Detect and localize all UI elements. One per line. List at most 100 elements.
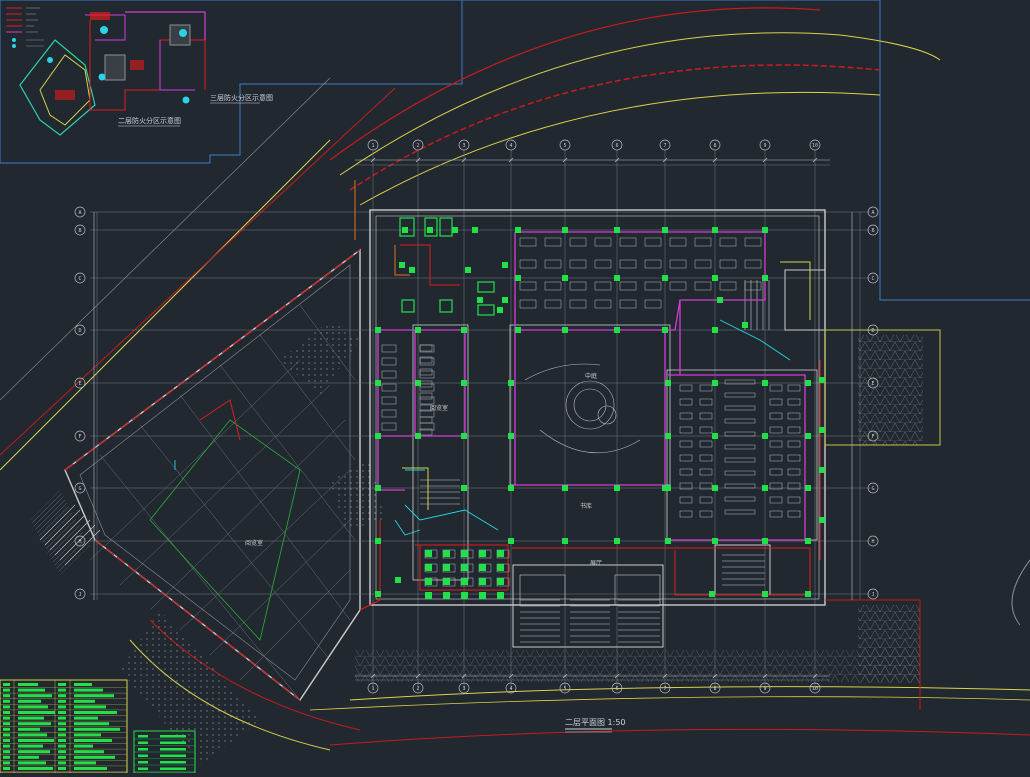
grid-bubble-label: 7 [663,686,666,692]
legend-symbol [3,699,10,703]
grid-bubble-label: 10 [812,143,818,149]
reading-table [787,440,801,448]
fire-device [497,578,504,585]
fire-device [662,275,668,281]
grid-bubble [458,139,470,151]
dimension-tick [562,157,568,163]
grid-bubble [74,272,86,284]
grid-bubble [505,139,517,151]
reading-table [769,468,783,476]
fire-device [409,267,415,273]
reading-table [381,370,397,379]
reading-table [419,383,435,392]
dimension-tick [812,673,818,679]
reading-table [769,496,783,504]
stairs [39,280,770,643]
grid-bubble-label: B [78,228,81,234]
fire-device [461,592,468,599]
reading-table [679,412,693,420]
fire-device [614,227,620,233]
reading-table [381,409,397,418]
legend-text-block [74,705,106,709]
legend-text-block [18,744,43,748]
legend-symbol [3,722,10,726]
reading-table [699,510,713,518]
legend-text-block [18,733,47,737]
reading-table [699,384,713,392]
legend-text-block [18,755,39,759]
room-outline [424,217,438,237]
fire-device [479,550,486,557]
dimension-tick [762,157,768,163]
dimension-strings [93,157,853,679]
grid-bubble [611,139,623,151]
fire-device [717,297,723,303]
notes-text-block [160,767,186,770]
reading-table [544,237,562,247]
grid-bubble-label: 8 [713,143,716,149]
atrium [524,363,641,454]
reading-table [724,431,756,437]
reading-table [619,281,637,291]
reading-tables [381,237,801,587]
reading-table [724,392,756,398]
reading-table [569,299,587,309]
diagonal-wing [64,248,361,702]
legend-symbol [3,767,10,770]
fire-device [461,578,468,585]
reading-table [544,259,562,269]
legend-symbol [58,767,66,770]
fire-device [762,591,768,597]
grid-bubble-label: 4 [509,143,512,149]
grid-bubble [759,139,771,151]
reading-table [719,281,737,291]
grid-bubble-label: G [871,486,874,492]
legend-text-block [74,699,95,703]
fire-device [614,538,620,544]
reading-table [644,237,662,247]
inset-subtitle: 三层防火分区示意图 [210,93,273,102]
fire-device [461,564,468,571]
reading-table [419,404,433,412]
room-outline [399,217,415,237]
fire-device [712,227,718,233]
grid-bubble [867,535,879,547]
room-label: 书库 [580,502,592,510]
fire-device [497,550,504,557]
fire-device [375,327,381,333]
fire-device [443,578,450,585]
drawing-titles: 二层平面图 1:50 二层防火分区示意图 三层防火分区示意图 [118,93,626,733]
legend-text-block [74,716,98,720]
reading-table [619,237,637,247]
fire-device [762,380,768,386]
reading-table [724,418,756,424]
inset-title: 二层防火分区示意图 [118,116,181,125]
reading-table [719,259,737,269]
reading-table [699,398,713,406]
dimension-tick [370,673,376,679]
grid-bubble-label: 3 [462,143,465,149]
reading-table [787,510,801,518]
reading-table [724,509,756,515]
fire-device [502,262,508,268]
fire-device [375,538,381,544]
reading-table [679,510,693,518]
reading-table [769,510,783,518]
legend-symbol [3,683,10,686]
reading-table [744,237,762,247]
fire-device [399,262,405,268]
legend-text-block [74,733,101,737]
dimension-tick [812,157,818,163]
notes-text-block [160,748,186,751]
reading-table [787,468,801,476]
fire-device [461,327,467,333]
grid-bubble-label: 6 [615,143,618,149]
legend-text-block [74,761,96,765]
legend-symbol [58,705,66,709]
grid-bubble-label: 7 [663,143,666,149]
reading-table [787,398,801,406]
legend-symbol [3,744,10,748]
